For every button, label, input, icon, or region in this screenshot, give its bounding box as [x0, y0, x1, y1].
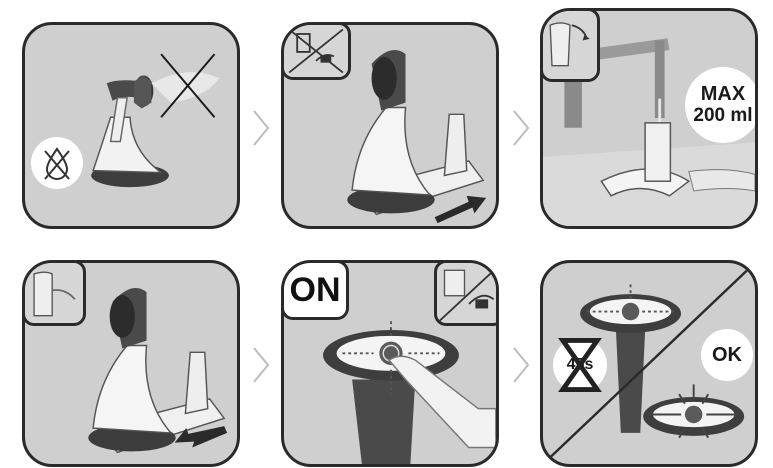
max-capacity-badge: MAX 200 ml [685, 67, 758, 143]
plug-in-icon [434, 260, 499, 326]
no-water-icon [31, 137, 83, 189]
steamer-no-steam-illustration [25, 25, 237, 226]
timer-bubble: 45s [553, 338, 607, 392]
open-tank-icon [540, 8, 600, 82]
on-label: ON [281, 260, 349, 320]
max-label: MAX [701, 83, 745, 105]
unplugged-icon [281, 22, 351, 80]
next-step-arrow-1 [251, 108, 271, 148]
next-step-arrow-4 [511, 345, 531, 385]
reservoir-lock-icon [22, 260, 86, 326]
step-5-panel: ON [281, 260, 499, 467]
step-1-panel [22, 22, 240, 229]
step-4-panel [22, 260, 240, 467]
step-3-panel: MAX 200 ml [540, 8, 758, 229]
step-2-panel [281, 22, 499, 229]
next-step-arrow-3 [251, 345, 271, 385]
step-6-panel: 45s OK [540, 260, 758, 467]
ok-bubble: OK [701, 329, 753, 381]
next-step-arrow-2 [511, 108, 531, 148]
hourglass-icon [553, 338, 607, 392]
capacity-label: 200 ml [693, 105, 752, 127]
ok-text: OK [712, 344, 742, 367]
